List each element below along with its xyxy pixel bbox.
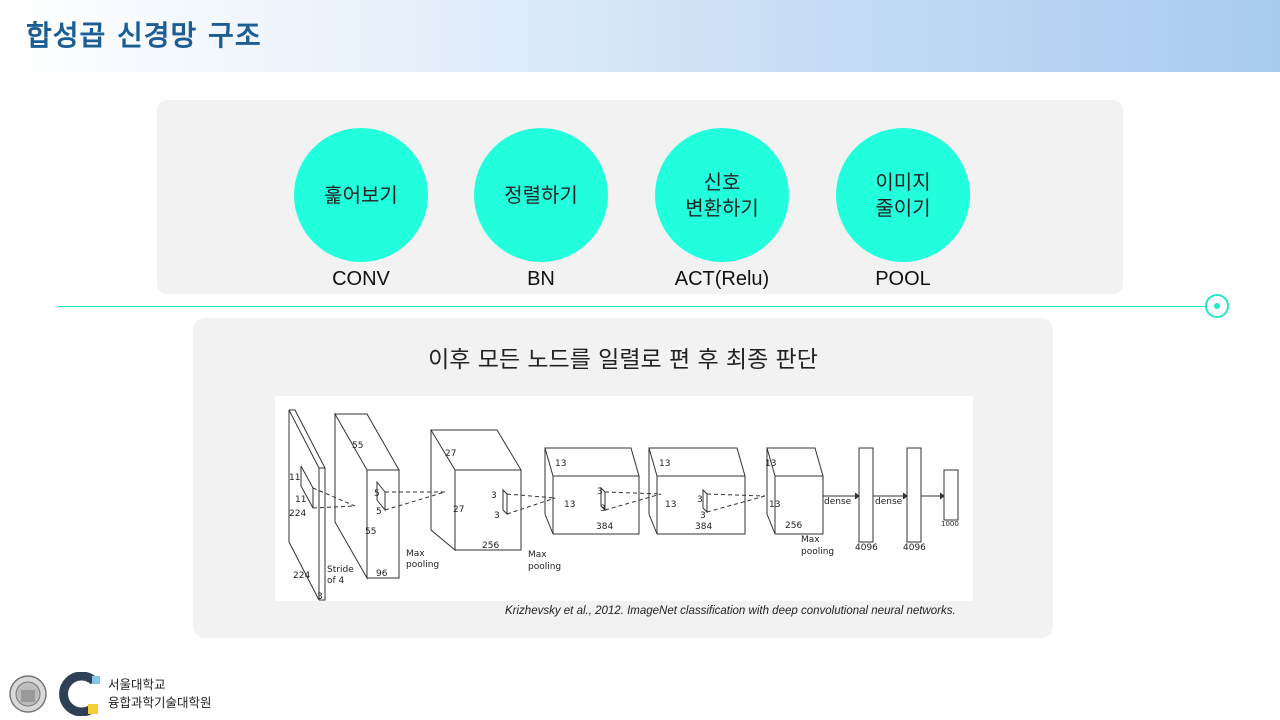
institution-name: 서울대학교 융합과학기술대학원 [108, 676, 308, 712]
citation-text: Krizhevsky et al., 2012. ImageNet classi… [505, 605, 956, 617]
step-circle: 신호 변환하기 [655, 128, 789, 262]
fig-label: Max [801, 535, 820, 545]
fig-label: 96 [376, 569, 388, 579]
fig-label: pooling [801, 547, 834, 557]
step-circle: 이미지 줄이기 [836, 128, 970, 262]
fig-label: 55 [352, 441, 363, 451]
fig-label: 13 [555, 459, 566, 469]
fig-label: 3 [317, 592, 323, 601]
step-pool: 이미지 줄이기 POOL [836, 128, 970, 291]
fig-label: 27 [453, 505, 464, 515]
institution-line2: 융합과학기술대학원 [108, 695, 212, 710]
university-seal-icon [9, 675, 47, 713]
divider-line [58, 306, 1206, 307]
fig-label: 13 [769, 500, 780, 510]
layer-steps-panel: 훑어보기 CONV 정렬하기 BN 신호 변환하기 ACT(Relu) 이미지 … [157, 100, 1123, 294]
fig-label: 4096 [855, 543, 878, 553]
fig-label: 3 [697, 495, 703, 505]
architecture-subtitle: 이후 모든 노드를 일렬로 편 후 최종 판단 [428, 347, 818, 373]
fig-label: 3 [597, 487, 603, 497]
fig-label: 13 [765, 459, 776, 469]
step-circle: 정렬하기 [474, 128, 608, 262]
fig-label: 1000 [941, 520, 959, 528]
fig-label: 13 [665, 500, 676, 510]
fig-label: 55 [365, 527, 376, 537]
step-label: CONV [332, 268, 390, 290]
fig-label: 13 [659, 459, 670, 469]
fig-label: 256 [482, 541, 499, 551]
fig-label: 11 [295, 495, 306, 505]
step-label: POOL [875, 268, 931, 290]
step-label: ACT(Relu) [674, 268, 770, 290]
convergence-c-logo-icon [59, 672, 100, 716]
step-act: 신호 변환하기 ACT(Relu) [655, 128, 789, 291]
fig-label: Max [406, 549, 425, 559]
step-circle: 훑어보기 [294, 128, 428, 262]
fig-label: 384 [596, 522, 613, 532]
fig-label: 3 [700, 511, 706, 521]
alexnet-diagram: 11 11 224 224 3 Stride of 4 55 55 5 5 96… [288, 409, 959, 602]
step-conv: 훑어보기 CONV [294, 128, 428, 291]
fig-label: 3 [494, 511, 500, 521]
divider-endcap-icon [1205, 294, 1229, 318]
fig-label: 5 [376, 507, 382, 517]
alexnet-figure: 11 11 224 224 3 Stride of 4 55 55 5 5 96… [275, 396, 973, 602]
architecture-panel: 이후 모든 노드를 일렬로 편 후 최종 판단 11 11 224 224 3 … [193, 318, 1053, 638]
institution-line1: 서울대학교 [108, 677, 166, 692]
fig-label: dense [875, 497, 903, 507]
fig-label: 11 [289, 473, 300, 483]
fig-label: 224 [293, 571, 310, 581]
header-bar: 합성곱 신경망 구조 [0, 0, 1280, 72]
fig-label: 256 [785, 521, 802, 531]
fig-label: 13 [564, 500, 575, 510]
step-label: BN [527, 268, 555, 290]
page-title: 합성곱 신경망 구조 [26, 19, 262, 52]
fig-label: 5 [374, 489, 380, 499]
fig-label: Stride [327, 565, 354, 575]
fig-label: pooling [528, 562, 561, 572]
fig-label: Max [528, 550, 547, 560]
fig-label: 384 [695, 522, 712, 532]
fig-label: 27 [445, 449, 456, 459]
fig-label: 3 [491, 491, 497, 501]
fig-label: 4096 [903, 543, 926, 553]
step-bn: 정렬하기 BN [474, 128, 608, 291]
fig-label: dense [824, 497, 852, 507]
fig-label: of 4 [327, 576, 345, 586]
fig-label: 224 [289, 509, 306, 519]
fig-label: 3 [600, 504, 606, 514]
fig-label: pooling [406, 560, 439, 570]
